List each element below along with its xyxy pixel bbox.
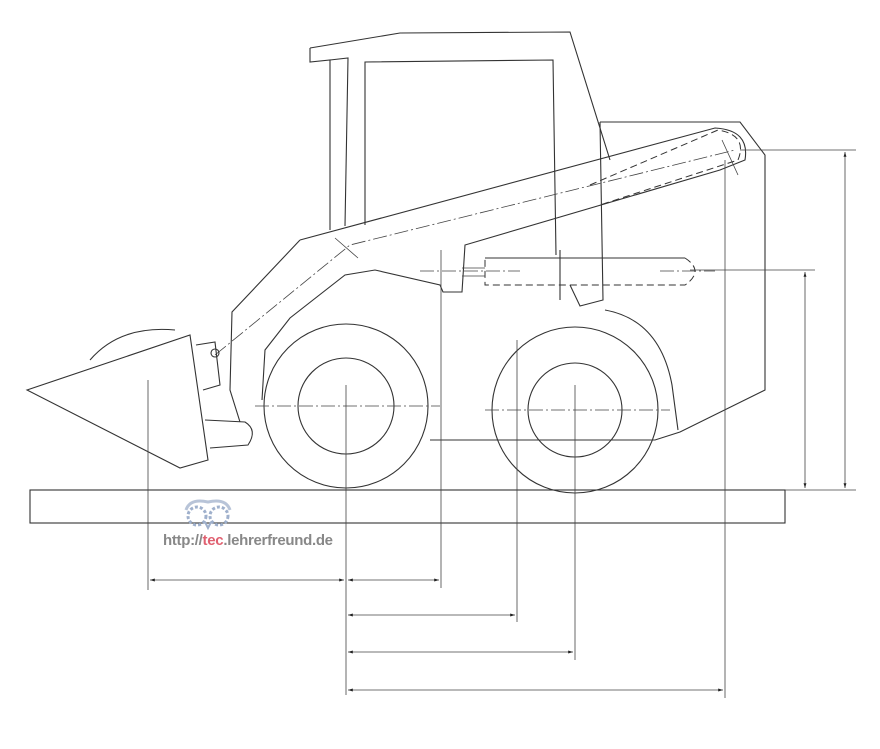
cab (309, 31, 611, 256)
dimension-lines (147, 149, 856, 698)
ground-plate (29, 489, 786, 524)
lift-arm (214, 127, 747, 423)
lift-cylinder (420, 250, 715, 300)
watermark-accent: tec (202, 532, 224, 549)
owl-logo-icon (184, 499, 232, 531)
tilt-cylinder (589, 129, 741, 206)
watermark-url: http://tec.lehrerfreund.de (163, 532, 333, 549)
watermark-suffix: .lehrerfreund.de (223, 532, 333, 549)
rear-body (430, 121, 766, 441)
watermark-prefix: http:// (163, 532, 203, 549)
bucket (25, 328, 253, 469)
